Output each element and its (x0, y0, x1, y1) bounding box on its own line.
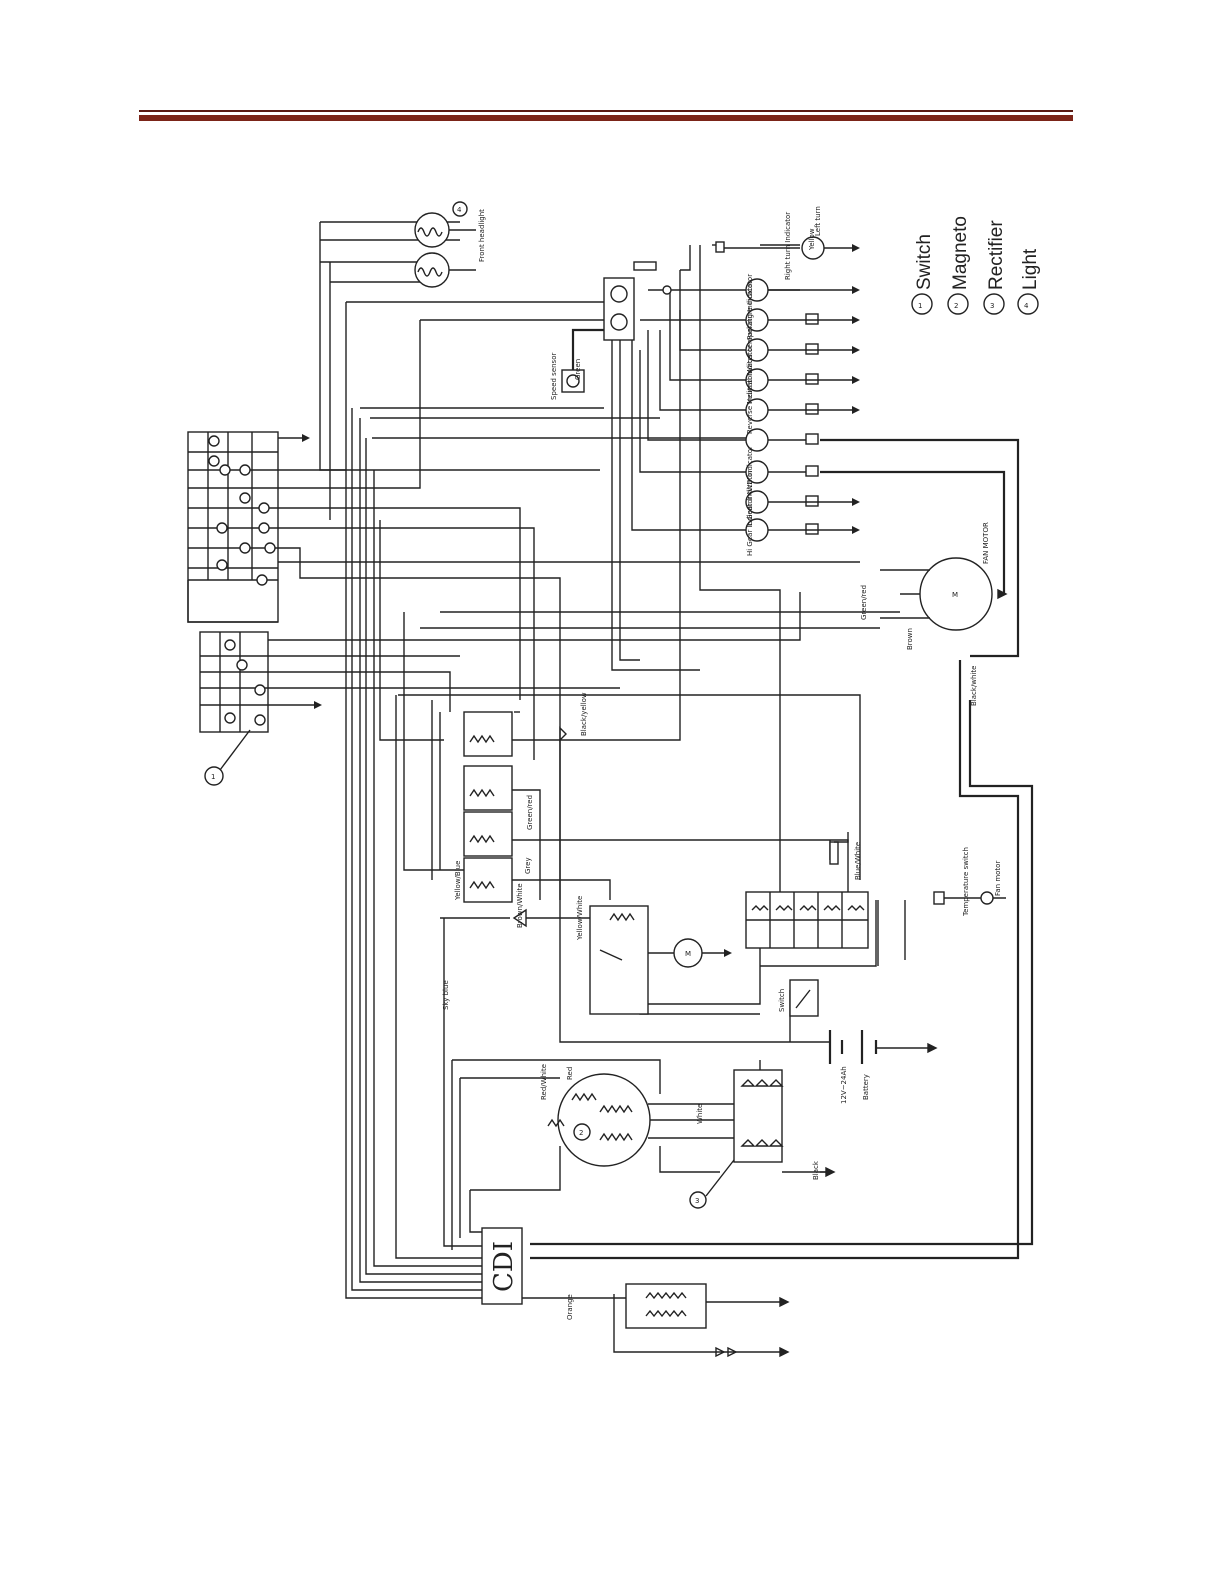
switch-marker (204, 766, 224, 786)
wire-labels: Black Red Red/White Green Green/red Yell… (442, 228, 978, 1320)
wire-label: Black (812, 1160, 820, 1180)
legend-num: 1 (918, 302, 922, 310)
switch-label: Switch (778, 989, 786, 1012)
light-marker (452, 201, 468, 217)
front-headlight-group: 4 Front headlight (414, 201, 486, 288)
battery-rating: 12V~24Ah (840, 1066, 848, 1104)
header-rule-thick (139, 115, 1073, 121)
legend-num: 4 (1024, 302, 1029, 310)
wire-bundle (268, 221, 1034, 1353)
relay (463, 711, 513, 757)
wire-label: Green/red (860, 585, 868, 620)
fan-motor-label: Fan motor (994, 861, 1002, 896)
indicator-label: Neutral Indicator (746, 345, 754, 404)
indicator-label: Hi Gear Indicator (746, 496, 754, 556)
relay (463, 765, 513, 811)
legend-num: 3 (990, 302, 994, 310)
indicator-label: Parking Indicator (746, 281, 754, 340)
magneto-group: 2 (547, 1073, 651, 1167)
wire-label: Yellow (808, 228, 816, 251)
indicator-label: L Gear Indicator (746, 470, 754, 526)
wire-label: Brown/White (516, 883, 524, 928)
dash-connector (603, 277, 635, 341)
relay-group (463, 711, 567, 928)
battery-label: Battery (862, 1074, 870, 1100)
starter-relay (589, 905, 649, 1015)
ignition-switch: Switch (778, 979, 819, 1017)
speed-sensor-group: Speed sensor (550, 261, 672, 400)
fan-motor-group: M FAN MOTOR (880, 522, 1008, 631)
starter-relay-group: M (589, 905, 728, 1015)
headlight-bulb (414, 252, 450, 288)
rectifier-marker (689, 1191, 707, 1209)
temperature-switch-group: Temperature switch Fan motor (933, 847, 1006, 917)
speed-sensor-label: Speed sensor (550, 353, 558, 400)
wire-label: Red/White (540, 1064, 548, 1100)
magneto-marker-num: 2 (579, 1129, 583, 1137)
indicator-row: Hi Gear Indicator L Gear Indicator 4WD I… (715, 206, 856, 556)
legend-label-magneto: Magneto (950, 216, 971, 290)
wire-label: Brown (906, 628, 914, 650)
headlight-bulb (414, 212, 450, 248)
ignition-coil (625, 1283, 790, 1358)
battery: 12V~24Ah Battery (828, 1030, 938, 1104)
wire-label: Green (574, 359, 582, 380)
cdi-box (481, 1227, 523, 1305)
rectifier-group: 3 (689, 1069, 836, 1209)
indicator-label: Left turn (814, 206, 822, 236)
cdi-label: CDI (489, 1241, 519, 1292)
switch-block-lower: 1 (199, 631, 316, 786)
legend-marker (1017, 293, 1039, 315)
header-rule-thin (139, 110, 1073, 112)
legend: 1 Switch 2 Magneto 3 Rectifier 4 Light (911, 216, 1041, 315)
cdi-module: CDI (481, 1227, 523, 1305)
wire-label: Grey (524, 857, 532, 874)
relay (463, 857, 513, 903)
starter-motor-m: M (685, 950, 691, 958)
relay (463, 811, 513, 857)
indicator-label: Water temperature Indicator (746, 274, 754, 374)
front-headlight-label: Front headlight (478, 209, 486, 262)
legend-label-light: Light (1020, 248, 1041, 290)
wire-label: Black/yellow (580, 692, 588, 736)
legend-num: 2 (954, 302, 958, 310)
temperature-switch-label: Temperature switch (962, 847, 970, 917)
switch-marker-num: 1 (211, 773, 215, 781)
legend-label-switch: Switch (914, 234, 935, 290)
wire-label: White (696, 1104, 704, 1124)
wire-label: Green/red (526, 795, 534, 830)
light-marker-num: 4 (457, 206, 462, 214)
wire-label: Yellow/White (576, 896, 584, 941)
legend-marker (947, 293, 969, 315)
fan-motor-m: M (952, 591, 958, 599)
ground-arrows (302, 244, 860, 957)
legend-marker (911, 293, 933, 315)
legend-marker (983, 293, 1005, 315)
magneto-marker (573, 1123, 591, 1141)
wire-label: Red (566, 1067, 574, 1080)
switch-block-upper (187, 431, 304, 623)
indicator-label: 4WD Indicator (746, 446, 754, 496)
fuse-block (745, 832, 869, 949)
magneto (557, 1073, 651, 1167)
wire-label: Orange (566, 1294, 574, 1320)
legend-label-rectifier: Rectifier (986, 220, 1007, 290)
wire-label: Yellow/Blue (454, 861, 462, 901)
wire-label: Sky blue (442, 980, 450, 1010)
dash-fuse (633, 261, 657, 271)
indicator-label: Reverse Indicator (746, 373, 754, 434)
indicator-label: Right turn Indicator (784, 212, 792, 280)
wire-label: Blue/White (854, 842, 862, 880)
fan-motor-name: FAN MOTOR (982, 522, 990, 564)
wire-label: Black/white (970, 666, 978, 706)
rectifier-marker-num: 3 (695, 1197, 699, 1205)
